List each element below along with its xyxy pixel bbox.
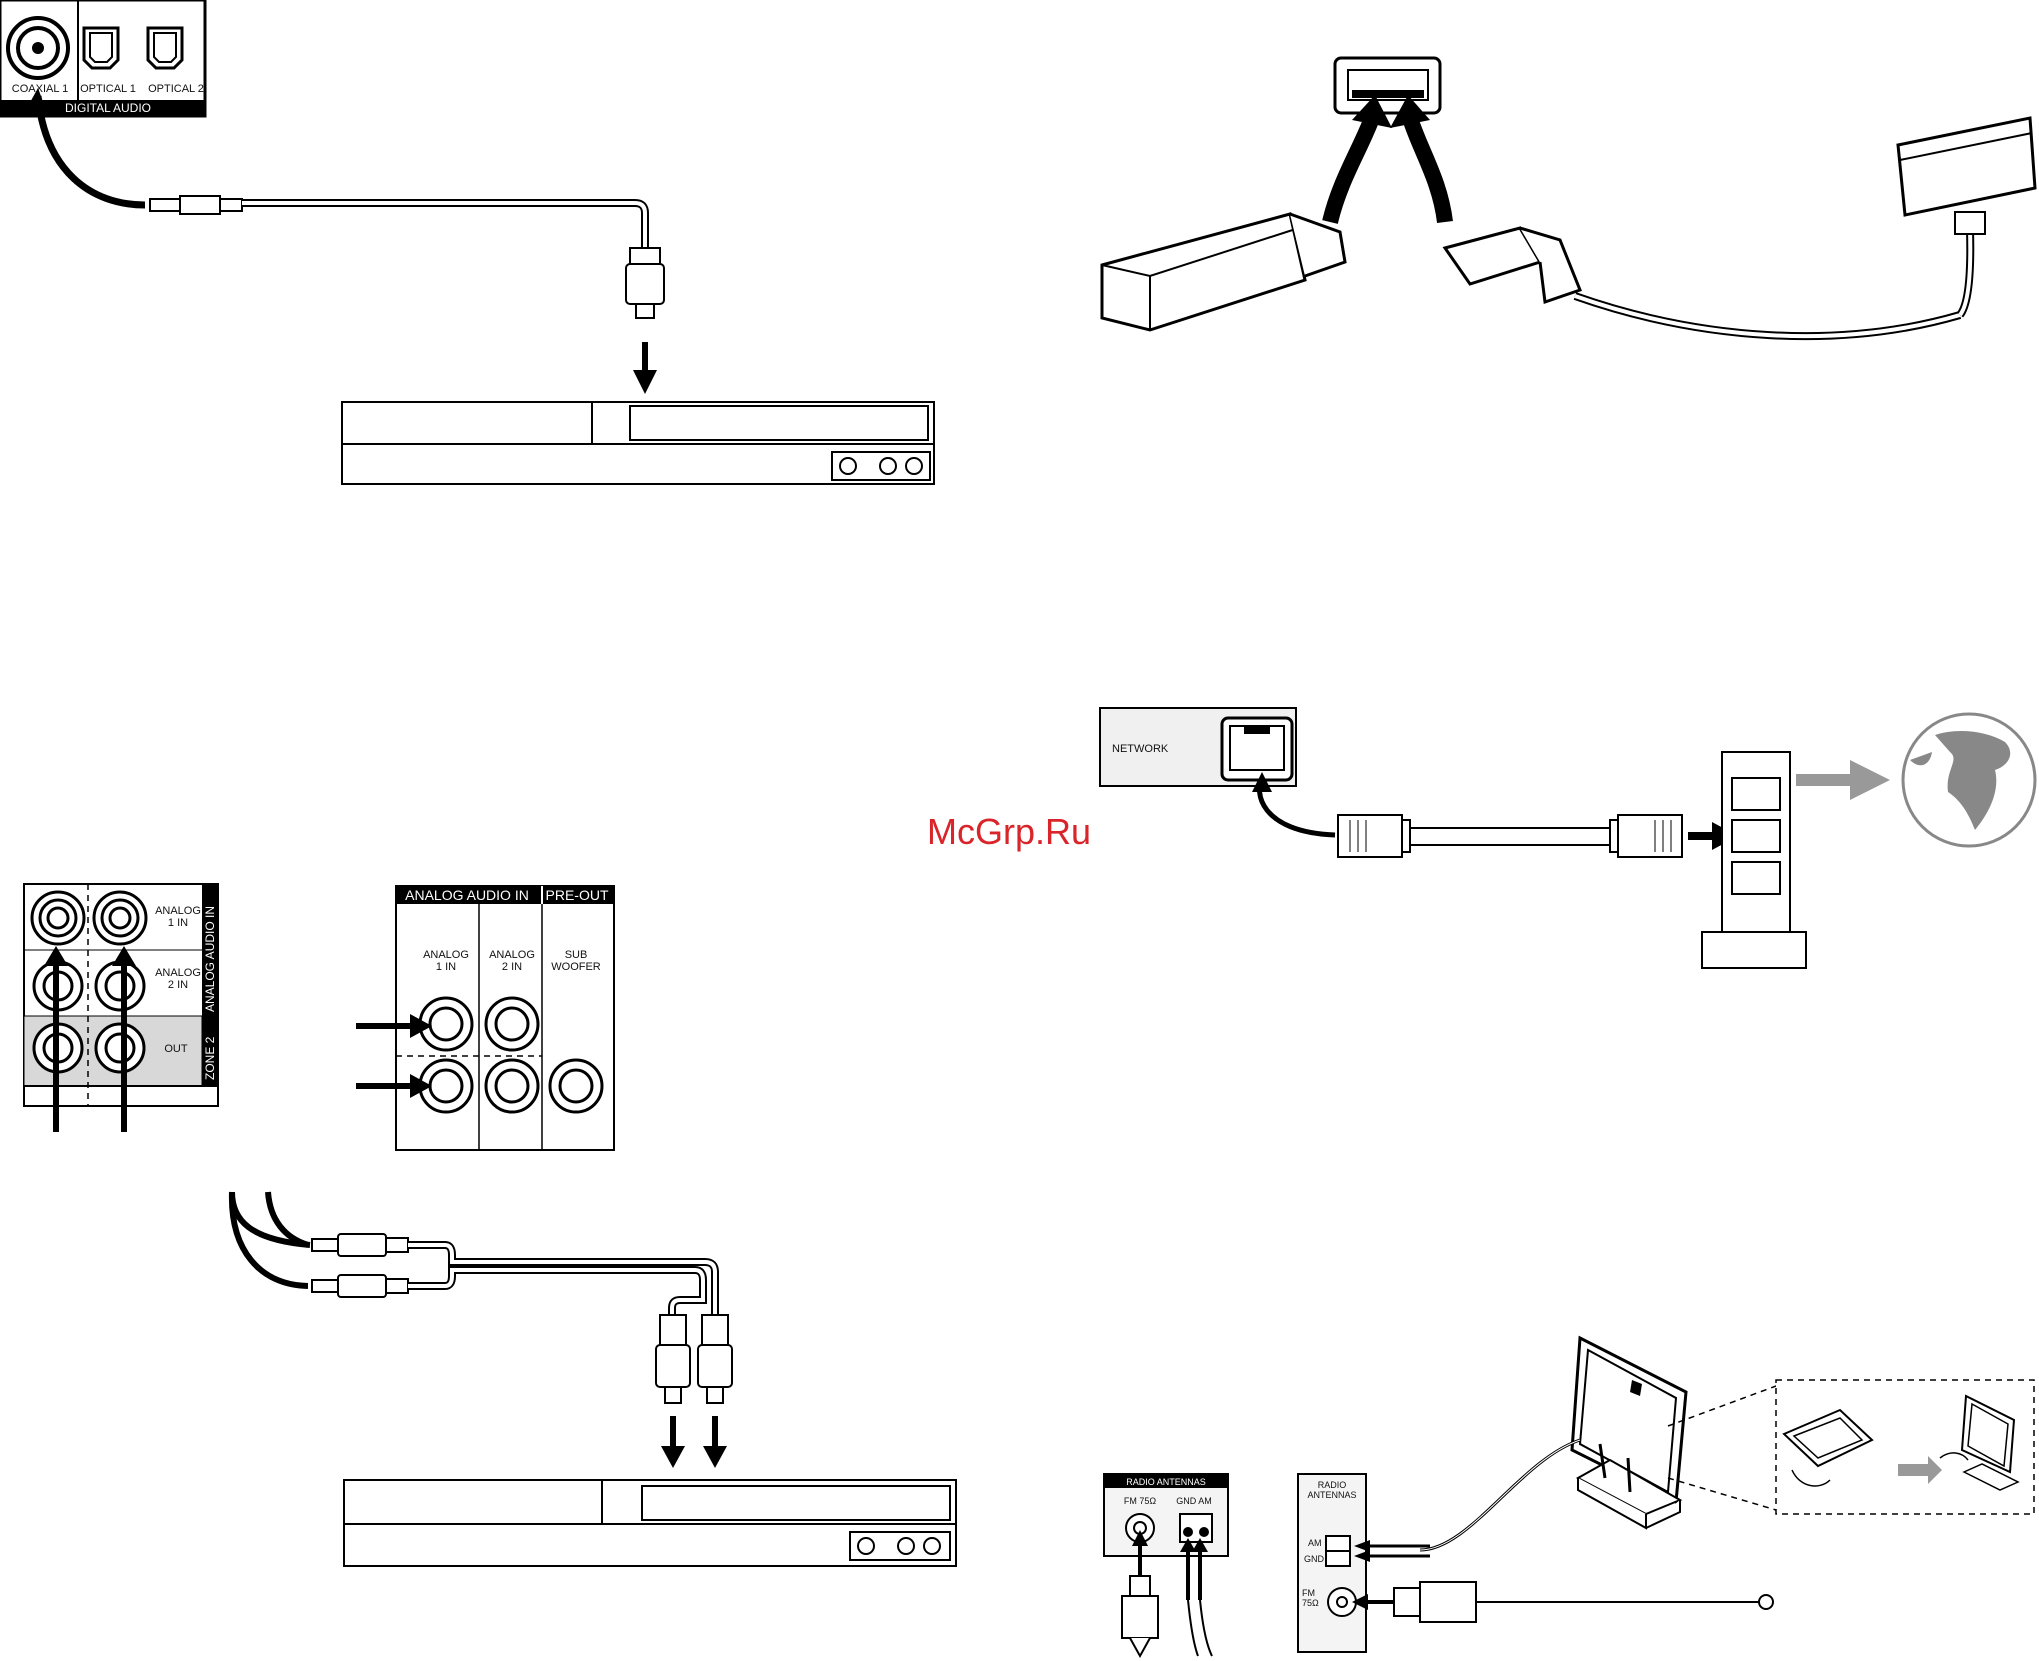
am-loop-antenna-icon [1572,1338,1686,1528]
globe-icon [1903,714,2035,846]
source-device-1 [342,402,934,484]
ethernet-port-icon [1222,718,1292,780]
digital-audio-header: DIGITAL AUDIO [65,101,151,115]
stereo-rca-cable [232,1192,732,1468]
internet-arrow [1796,760,1890,800]
large-header-left: ANALOG AUDIO IN [405,887,529,903]
radio-front-header: RADIO ANTENNAS [1126,1477,1206,1487]
optical-2-label: OPTICAL 2 [148,83,204,95]
watermark-text: McGrp.Ru [927,811,1091,852]
small-out-label: OUT [164,1043,188,1055]
radio-front-fm-label: FM 75Ω [1124,1496,1157,1506]
usb-cable-icon [1445,118,2035,336]
small-zone-label: ZONE 2 [203,1036,217,1080]
coaxial-label: COAXIAL 1 [12,83,68,95]
network-panel: NETWORK [1100,708,1296,786]
optical-port-1-icon [84,28,118,68]
radio-side-gnd-label: GND [1304,1554,1325,1564]
source-device-2 [344,1480,956,1566]
optical-port-2-icon [148,28,182,68]
radio-side-am-label: AM [1308,1538,1322,1548]
coaxial-cable [28,88,664,382]
network-label: NETWORK [1112,743,1169,755]
antenna-assembly-inset [1668,1380,2034,1514]
usb-port-icon [1335,58,1440,113]
network-cable [1252,772,1738,857]
small-side-label: ANALOG AUDIO IN [203,906,217,1012]
digital-audio-panel: DIGITAL AUDIO COAXIAL 1 OPTICAL 1 OPTICA… [0,0,205,116]
radio-front-gnd-am-label: GND AM [1176,1496,1212,1506]
router-icon [1702,752,1806,968]
usb-flash-drive-icon [1102,214,1345,330]
optical-1-label: OPTICAL 1 [80,83,136,95]
fm-antenna-cable [1352,1582,1773,1622]
coaxial-jack-icon [8,18,68,78]
large-header-right: PRE-OUT [546,887,609,903]
radio-antennas-panel-front: RADIO ANTENNAS FM 75Ω GND AM [1104,1474,1228,1556]
am-antenna-wire [1354,1440,1580,1562]
